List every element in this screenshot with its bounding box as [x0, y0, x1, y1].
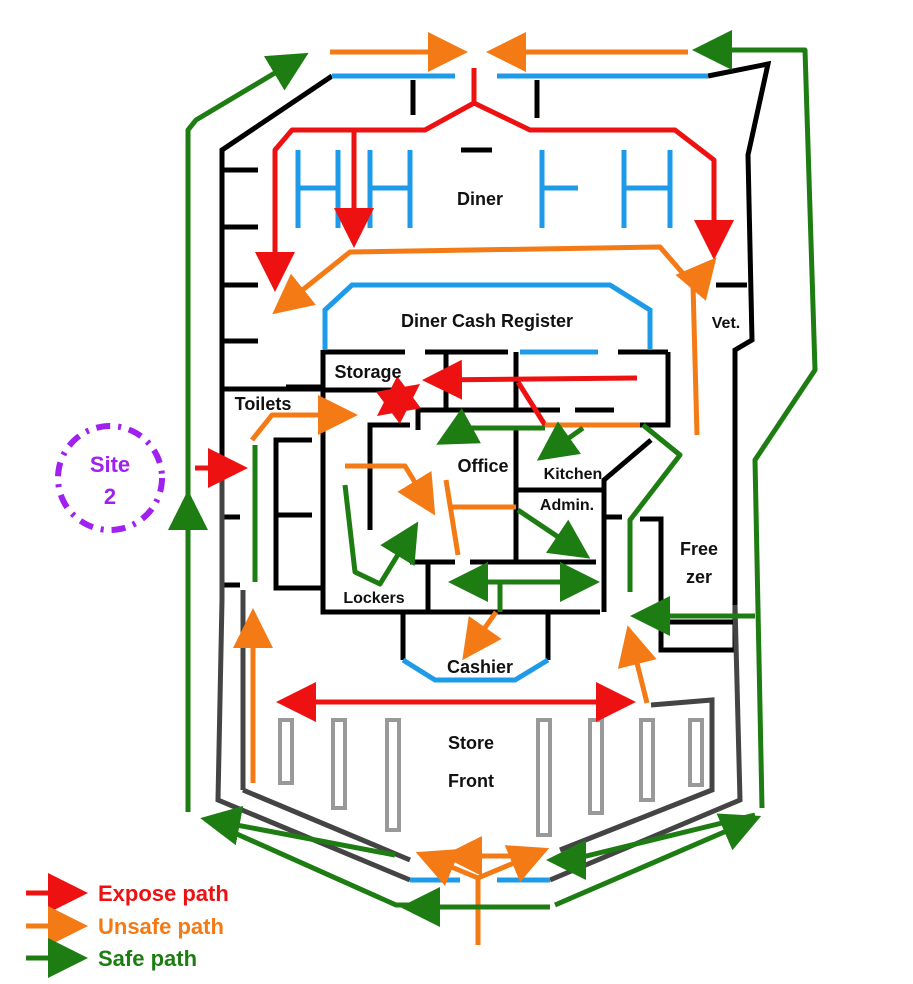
- shelf: [385, 718, 401, 832]
- unsafe-path-diner-up: [675, 257, 717, 301]
- safe-path-store-left: [200, 805, 396, 858]
- admin-diagonal-wall: [601, 438, 653, 612]
- office-label: Office: [457, 456, 508, 476]
- core-left-wall: [320, 350, 600, 615]
- upper-left-wall: [219, 73, 334, 470]
- shelf: [536, 718, 552, 837]
- unsafe-path-lockers: [345, 463, 436, 516]
- store-left-lower: [242, 787, 411, 863]
- legend: Expose path Unsafe path Safe path: [26, 873, 229, 978]
- safe-path-store-right: [546, 812, 756, 880]
- expose-path-top-left: [255, 68, 477, 292]
- lockers-label: Lockers: [343, 590, 404, 607]
- expose-paths: [195, 68, 734, 722]
- cashier-counter: [401, 657, 550, 683]
- safe-path-freezer-col: [627, 423, 683, 592]
- safe-path-bottom-left: [208, 819, 410, 908]
- upper-right-wall: [707, 60, 772, 605]
- unsafe-path-entrance-right: [477, 845, 550, 883]
- expose-path-kitchen: [515, 380, 548, 427]
- office-left-wall: [367, 422, 410, 530]
- kitchen-label: Kitchen: [544, 466, 603, 483]
- legend-unsafe-label: Unsafe path: [98, 914, 224, 939]
- legend-expose-label: Expose path: [98, 881, 229, 906]
- safe-path-admin: [516, 507, 591, 559]
- safe-paths: [168, 30, 818, 927]
- toilets-label: Toilets: [235, 394, 292, 414]
- kitchen-right-wall: [640, 352, 671, 428]
- freezer-label-2: zer: [686, 567, 712, 587]
- expose-path-storage: [422, 359, 638, 400]
- storage-label: Storage: [334, 362, 401, 382]
- diner-label: Diner: [457, 189, 503, 209]
- unsafe-paths: [233, 32, 717, 945]
- shelf: [331, 718, 347, 810]
- safe-path-right-outer: [692, 30, 818, 809]
- unsafe-path-cashier: [462, 610, 502, 661]
- safe-path-lockers: [342, 484, 419, 587]
- diner-table-4: [621, 150, 673, 228]
- admin-label: Admin.: [540, 497, 594, 514]
- site-2-marker: Site 2: [55, 423, 165, 533]
- shelf: [588, 718, 604, 815]
- safe-path-kitchen: [536, 421, 585, 461]
- diner-table-2: [367, 150, 413, 228]
- unsafe-path-toilets: [250, 395, 358, 442]
- store-right-wall: [559, 697, 715, 853]
- diner-cash-register-label: Diner Cash Register: [401, 311, 573, 331]
- store-front-label-1: Store: [448, 733, 494, 753]
- freezer-label-1: Free: [680, 539, 718, 559]
- unsafe-path-store-right: [617, 625, 657, 704]
- cashier-label: Cashier: [447, 657, 513, 677]
- shelf: [278, 718, 294, 785]
- site-2-circle: [55, 423, 165, 533]
- expose-path-storage-diag: [375, 376, 422, 424]
- site-2-label-line1: Site: [90, 452, 130, 477]
- room-labels: Diner Diner Cash Register Vet. Storage T…: [235, 189, 741, 791]
- unsafe-path-diner: [272, 244, 700, 436]
- store-front-label-2: Front: [448, 771, 494, 791]
- safe-path-left-outer: [185, 52, 309, 812]
- site-2-label-line2: 2: [104, 484, 116, 509]
- unsafe-path-entrance: [425, 856, 481, 945]
- diner-table-3: [539, 150, 578, 228]
- shelf: [639, 718, 655, 802]
- lower-right-wall: [549, 604, 743, 883]
- unsafe-path-office: [443, 479, 516, 556]
- safe-path-bottom-right-diag: [554, 813, 762, 908]
- shelf: [688, 718, 704, 787]
- legend-safe-label: Safe path: [98, 946, 197, 971]
- freezer-wall: [640, 516, 735, 653]
- vet-label: Vet.: [712, 315, 740, 332]
- diner-table-1: [295, 150, 341, 228]
- safe-path-office: [436, 408, 545, 445]
- cash-register-counter: [322, 282, 653, 350]
- expose-path-top-right: [472, 100, 734, 260]
